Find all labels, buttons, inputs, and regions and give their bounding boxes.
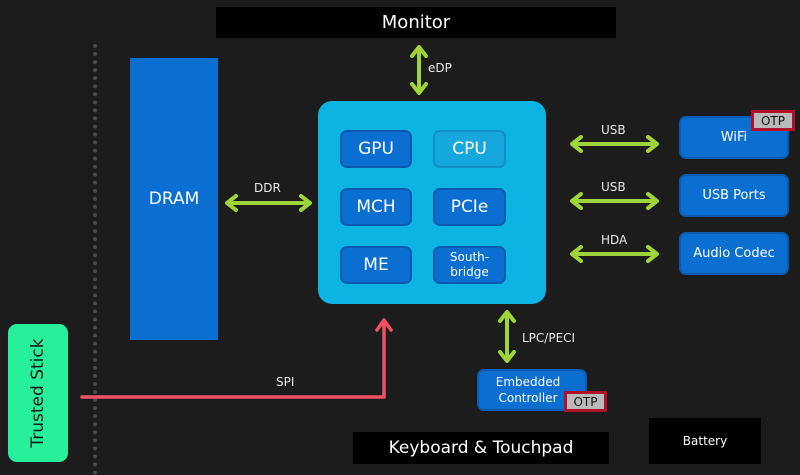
spi-arrow (80, 318, 393, 399)
pcie-block: PCIe (433, 188, 506, 226)
lpc-peci-label: LPC/PECI (522, 331, 576, 345)
dotted-divider (93, 44, 97, 475)
trusted-stick-box (8, 324, 68, 462)
keyboard-touchpad-box: Keyboard & Touchpad (353, 432, 609, 464)
usb-ports-box: USB Ports (679, 174, 789, 217)
southbridge-block: South- bridge (433, 246, 506, 284)
audio-codec-box: Audio Codec (679, 232, 789, 275)
me-block: ME (340, 246, 412, 284)
cpu-block: CPU (433, 130, 506, 168)
ddr-arrow (225, 194, 312, 212)
edp-arrow (410, 45, 428, 95)
hda-label: HDA (601, 233, 628, 247)
usb2-arrow (570, 192, 659, 210)
usb2-label: USB (601, 180, 626, 194)
spi-label: SPI (276, 375, 295, 389)
embedded-controller-box: Embedded Controller (477, 369, 587, 411)
dram-box: DRAM (130, 58, 218, 340)
ddr-label: DDR (254, 181, 281, 195)
usb1-label: USB (601, 123, 626, 137)
lpc-arrow (498, 310, 516, 363)
monitor-box: Monitor (216, 7, 616, 38)
wifi-otp-badge: OTP (751, 110, 795, 131)
hda-arrow (570, 245, 659, 263)
mch-block: MCH (340, 188, 412, 226)
gpu-block: GPU (340, 130, 412, 168)
battery-box: Battery (649, 418, 761, 464)
edp-label: eDP (428, 61, 452, 75)
usb1-arrow (570, 135, 659, 153)
ec-otp-badge: OTP (564, 391, 607, 412)
